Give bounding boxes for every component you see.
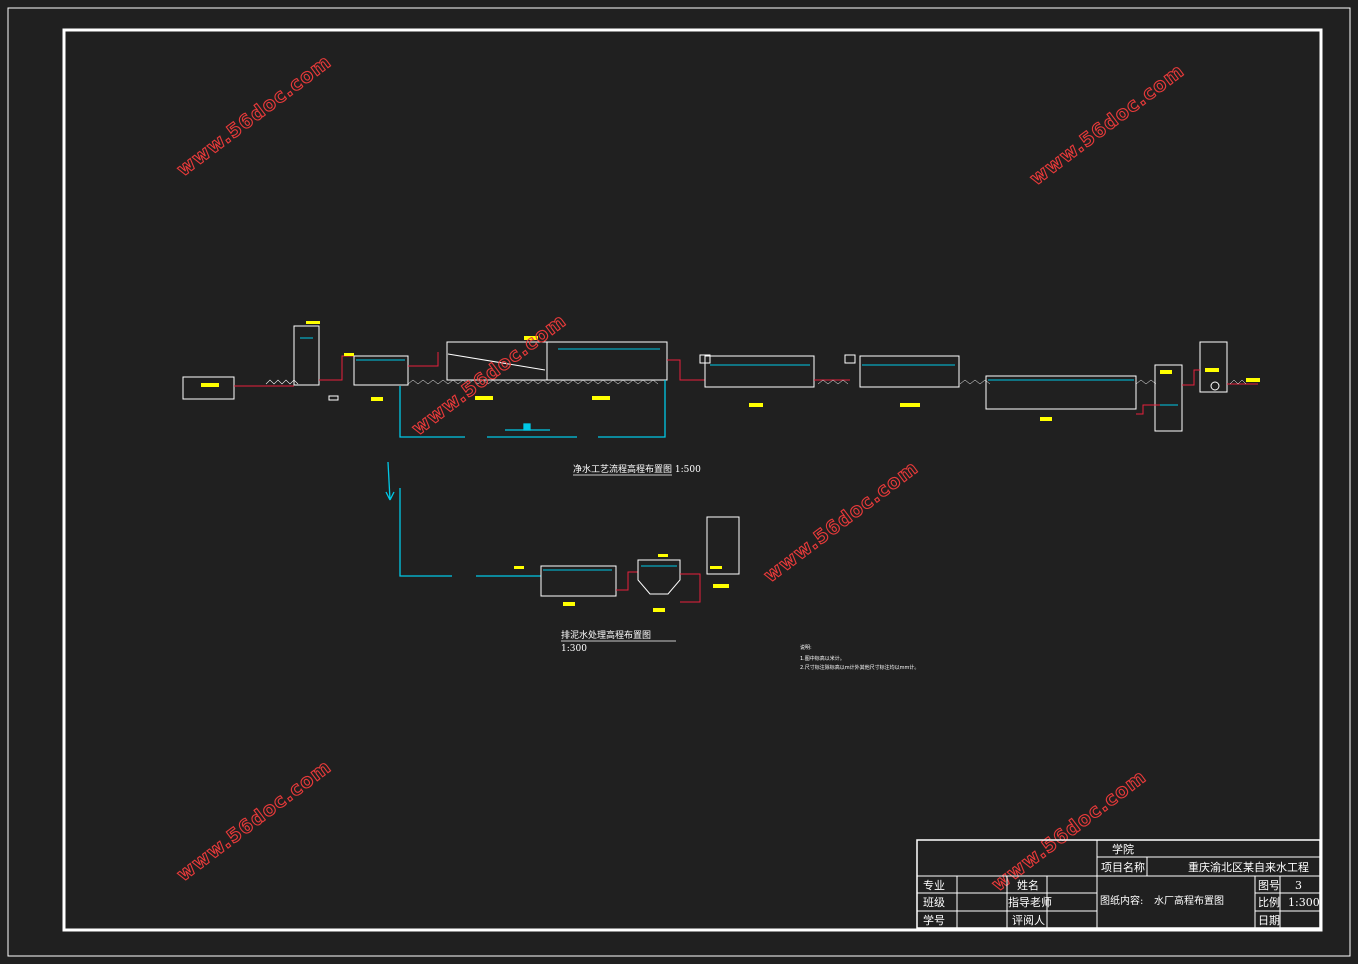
watermark-4: www.56doc.com xyxy=(760,457,923,587)
filter-tank-1 xyxy=(704,355,815,388)
sludge-elevation-diagram xyxy=(514,516,740,612)
tb-drawing-content: 水厂高程布置图 xyxy=(1154,894,1224,907)
tb-scale-label: 比例 xyxy=(1258,895,1280,909)
tb-project-name: 重庆渝北区某自来水工程 xyxy=(1188,860,1309,874)
sludge-drain-lines xyxy=(385,380,666,577)
tb-drawing-no-label: 图号 xyxy=(1258,879,1280,892)
high-lift-pump-house xyxy=(1199,341,1228,393)
notes-title: 说明: xyxy=(800,644,812,651)
dewatering-house xyxy=(706,516,740,575)
sludge-balancing-tank xyxy=(540,565,617,597)
filter-tank-2 xyxy=(859,355,960,388)
sludge-diagram-caption: 排泥水处理高程布置图 xyxy=(561,629,651,641)
mixing-tank xyxy=(353,355,409,386)
tb-scale: 1:300 xyxy=(1288,896,1320,909)
tb-date-label: 日期 xyxy=(1258,914,1280,927)
intake-box xyxy=(182,376,235,400)
watermark-2: www.56doc.com xyxy=(1026,60,1189,190)
sludge-thickener xyxy=(637,559,681,595)
flocculation-tank xyxy=(446,341,668,381)
outer-frame xyxy=(7,7,1351,957)
tb-name-label: 姓名 xyxy=(1017,878,1039,892)
tb-reviewer-label: 评阅人 xyxy=(1012,914,1045,927)
inner-frame xyxy=(62,28,1323,932)
process-elevation-diagram xyxy=(182,321,1260,432)
title-block xyxy=(916,839,1321,929)
watermark-3: www.56doc.com xyxy=(408,310,571,440)
tb-drawing-no: 3 xyxy=(1295,879,1302,892)
tb-advisor-label: 指导老师 xyxy=(1008,895,1052,909)
main-diagram-caption: 净水工艺流程高程布置图 1:500 xyxy=(573,463,701,475)
sludge-diagram-scale: 1:300 xyxy=(561,644,587,654)
tb-class-label: 班级 xyxy=(923,896,945,909)
tb-drawing-content-label: 图纸内容: xyxy=(1100,894,1143,907)
watermark-5: www.56doc.com xyxy=(173,756,336,886)
ground-hatch xyxy=(265,379,299,385)
tb-major-label: 专业 xyxy=(923,878,945,892)
tb-student-id-label: 学号 xyxy=(923,913,945,927)
tb-school-label: 学院 xyxy=(1112,842,1134,856)
tb-project-name-label: 项目名称 xyxy=(1101,860,1145,874)
pump-house xyxy=(293,325,320,386)
clear-water-reservoir xyxy=(985,375,1137,410)
note-line-1: 1.图中标高以米计。 xyxy=(800,655,845,662)
suction-well xyxy=(1154,364,1183,432)
watermark-1: www.56doc.com xyxy=(173,51,336,181)
note-line-2: 2.尺寸标注除标高以m计外其他尺寸标注均以mm计。 xyxy=(800,664,919,671)
